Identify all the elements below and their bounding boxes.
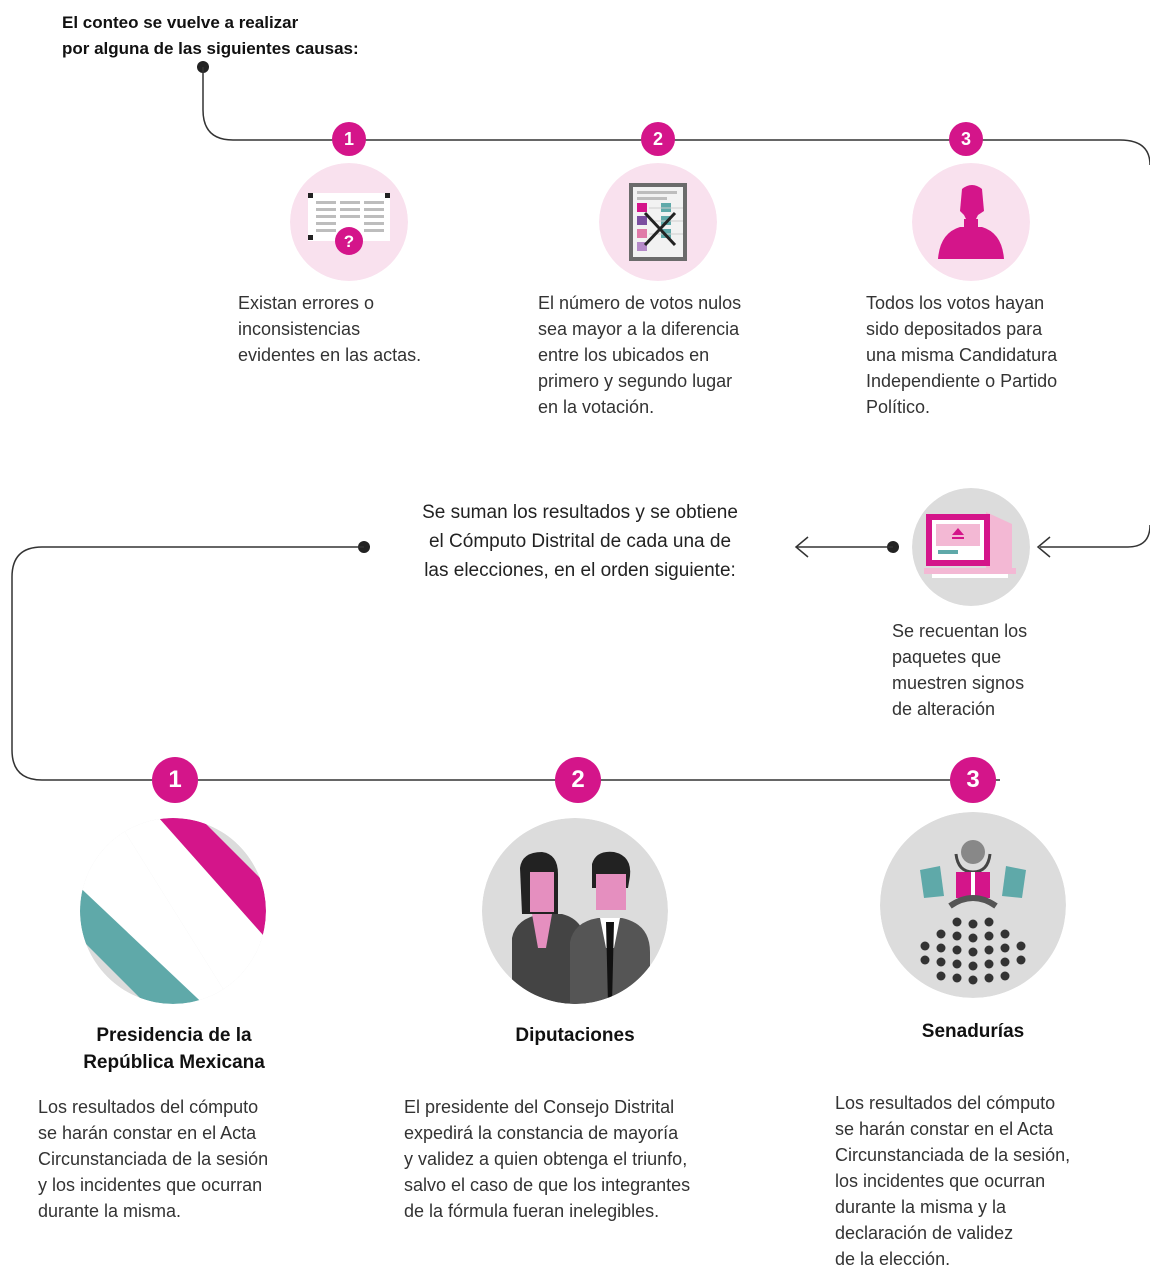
cause-3-badge: 3 bbox=[949, 122, 983, 156]
cause-1-text: Existan errores o inconsistencias eviden… bbox=[238, 290, 421, 368]
seat-dot bbox=[952, 973, 962, 983]
election-2-desc-line-1: El presidente del Consejo Distrital bbox=[404, 1097, 675, 1117]
recount-line-3: muestren signos bbox=[892, 673, 1025, 693]
cause-2-text: El número de votos nulos sea mayor a la … bbox=[538, 290, 741, 420]
election-3-title: Senadurías bbox=[840, 1018, 1106, 1045]
election-1-desc: Los resultados del cómputo se harán cons… bbox=[38, 1094, 268, 1224]
seat-dot bbox=[1000, 943, 1010, 953]
seat-dot bbox=[984, 917, 994, 927]
election-3-desc-line-7: de la elección. bbox=[835, 1249, 951, 1269]
election-2-title-line-1: Diputaciones bbox=[515, 1025, 635, 1046]
election-3-desc-line-5: durante la misma y la bbox=[835, 1197, 1007, 1217]
seat-dot bbox=[936, 943, 946, 953]
election-3-desc-line-2: se harán constar en el Acta bbox=[835, 1119, 1054, 1139]
seat-dot bbox=[952, 917, 962, 927]
election-1-desc-line-5: durante la misma. bbox=[38, 1201, 182, 1221]
cause-3-line-2: sido depositados para bbox=[866, 319, 1043, 339]
cause-2-line-4: primero y segundo lugar bbox=[538, 371, 733, 391]
senate-chamber-icon bbox=[880, 812, 1066, 998]
recount-line-1: Se recuentan los bbox=[892, 621, 1028, 641]
seat-dot bbox=[920, 941, 930, 951]
cause-2-line-5: en la votación. bbox=[538, 397, 655, 417]
senate-seats-dots bbox=[880, 812, 1066, 998]
seat-dot bbox=[952, 945, 962, 955]
seat-dot bbox=[1016, 955, 1026, 965]
election-2-title: Diputaciones bbox=[440, 1022, 710, 1049]
seat-dot bbox=[936, 957, 946, 967]
seat-dot bbox=[952, 931, 962, 941]
recount-line-4: de alteración bbox=[892, 699, 996, 719]
cause-2-line-1: El número de votos nulos bbox=[538, 293, 742, 313]
intro-line-2: por alguna de las siguientes causas: bbox=[62, 39, 359, 58]
cause-3-line-1: Todos los votos hayan bbox=[866, 293, 1045, 313]
intro-heading: El conteo se vuelve a realizar por algun… bbox=[62, 10, 359, 62]
summary-line-1: Se suman los resultados y se obtiene bbox=[422, 502, 738, 523]
cause-1-line-2: inconsistencias bbox=[238, 319, 361, 339]
recount-text: Se recuentan los paquetes que muestren s… bbox=[892, 618, 1027, 722]
election-3-desc-line-1: Los resultados del cómputo bbox=[835, 1093, 1056, 1113]
election-1-badge: 1 bbox=[152, 757, 198, 803]
seat-dot bbox=[1000, 957, 1010, 967]
seat-dot bbox=[968, 919, 978, 929]
election-1-desc-line-1: Los resultados del cómputo bbox=[38, 1097, 259, 1117]
cause-1-badge: 1 bbox=[332, 122, 366, 156]
null-ballot-icon bbox=[599, 163, 717, 281]
deputies-people-icon bbox=[482, 818, 668, 1004]
seat-dot bbox=[984, 973, 994, 983]
election-1-desc-line-2: se harán constar en el Acta bbox=[38, 1123, 257, 1143]
computer-monitor-icon bbox=[912, 488, 1030, 606]
recount-line-2: paquetes que bbox=[892, 647, 1002, 667]
cause-1-line-3: evidentes en las actas. bbox=[238, 345, 422, 365]
cause-3-line-3: una misma Candidatura bbox=[866, 345, 1058, 365]
cause-2-line-2: sea mayor a la diferencia bbox=[538, 319, 740, 339]
seat-dot bbox=[984, 959, 994, 969]
cause-3-line-4: Independiente o Partido bbox=[866, 371, 1058, 391]
election-3-desc: Los resultados del cómputo se harán cons… bbox=[835, 1090, 1070, 1272]
summary-line-3: las elecciones, en el orden siguiente: bbox=[424, 560, 736, 581]
seat-dot bbox=[1016, 941, 1026, 951]
seat-dot bbox=[920, 955, 930, 965]
election-2-desc-line-3: y validez a quien obtenga el triunfo, bbox=[404, 1149, 688, 1169]
summary-text: Se suman los resultados y se obtiene el … bbox=[385, 498, 775, 585]
seat-dot bbox=[968, 961, 978, 971]
election-3-badge: 3 bbox=[950, 757, 996, 803]
election-3-desc-line-6: declaración de validez bbox=[835, 1223, 1014, 1243]
cause-1-line-1: Existan errores o bbox=[238, 293, 375, 313]
election-1-title: Presidencia de la República Mexicana bbox=[40, 1022, 308, 1076]
seat-dot bbox=[984, 945, 994, 955]
seat-dot bbox=[936, 929, 946, 939]
election-1-title-line-2: República Mexicana bbox=[83, 1052, 265, 1073]
intro-line-1: El conteo se vuelve a realizar bbox=[62, 13, 299, 32]
cause-3-line-5: Político. bbox=[866, 397, 931, 417]
seat-dot bbox=[968, 947, 978, 957]
election-2-desc-line-2: expedirá la constancia de mayoría bbox=[404, 1123, 679, 1143]
election-3-desc-line-3: Circunstanciada de la sesión, bbox=[835, 1145, 1071, 1165]
seat-dot bbox=[1000, 971, 1010, 981]
summary-line-2: el Cómputo Distrital de cada una de bbox=[428, 531, 732, 552]
election-2-desc-line-4: salvo el caso de que los integrantes bbox=[404, 1175, 691, 1195]
seat-dot bbox=[968, 933, 978, 943]
seat-dot bbox=[936, 971, 946, 981]
election-1-desc-line-4: y los incidentes que ocurran bbox=[38, 1175, 263, 1195]
svg-text:?: ? bbox=[344, 232, 354, 251]
election-1-desc-line-3: Circunstanciada de la sesión bbox=[38, 1149, 269, 1169]
election-2-desc: El presidente del Consejo Distrital expe… bbox=[404, 1094, 690, 1224]
cause-2-line-3: entre los ubicados en bbox=[538, 345, 710, 365]
cause-2-badge: 2 bbox=[641, 122, 675, 156]
seat-dot bbox=[968, 975, 978, 985]
election-1-title-line-1: Presidencia de la bbox=[96, 1025, 252, 1046]
seat-dot bbox=[984, 931, 994, 941]
seat-dot bbox=[952, 959, 962, 969]
presidential-sash-icon bbox=[80, 818, 266, 1004]
ballot-question-icon: ? bbox=[290, 163, 408, 281]
cause-3-text: Todos los votos hayan sido depositados p… bbox=[866, 290, 1057, 420]
election-2-badge: 2 bbox=[555, 757, 601, 803]
seat-dot bbox=[1000, 929, 1010, 939]
election-3-title-line-1: Senadurías bbox=[921, 1021, 1025, 1042]
election-2-desc-line-5: de la fórmula fueran inelegibles. bbox=[404, 1201, 660, 1221]
election-3-desc-line-4: los incidentes que ocurran bbox=[835, 1171, 1046, 1191]
candidate-person-icon bbox=[912, 163, 1030, 281]
